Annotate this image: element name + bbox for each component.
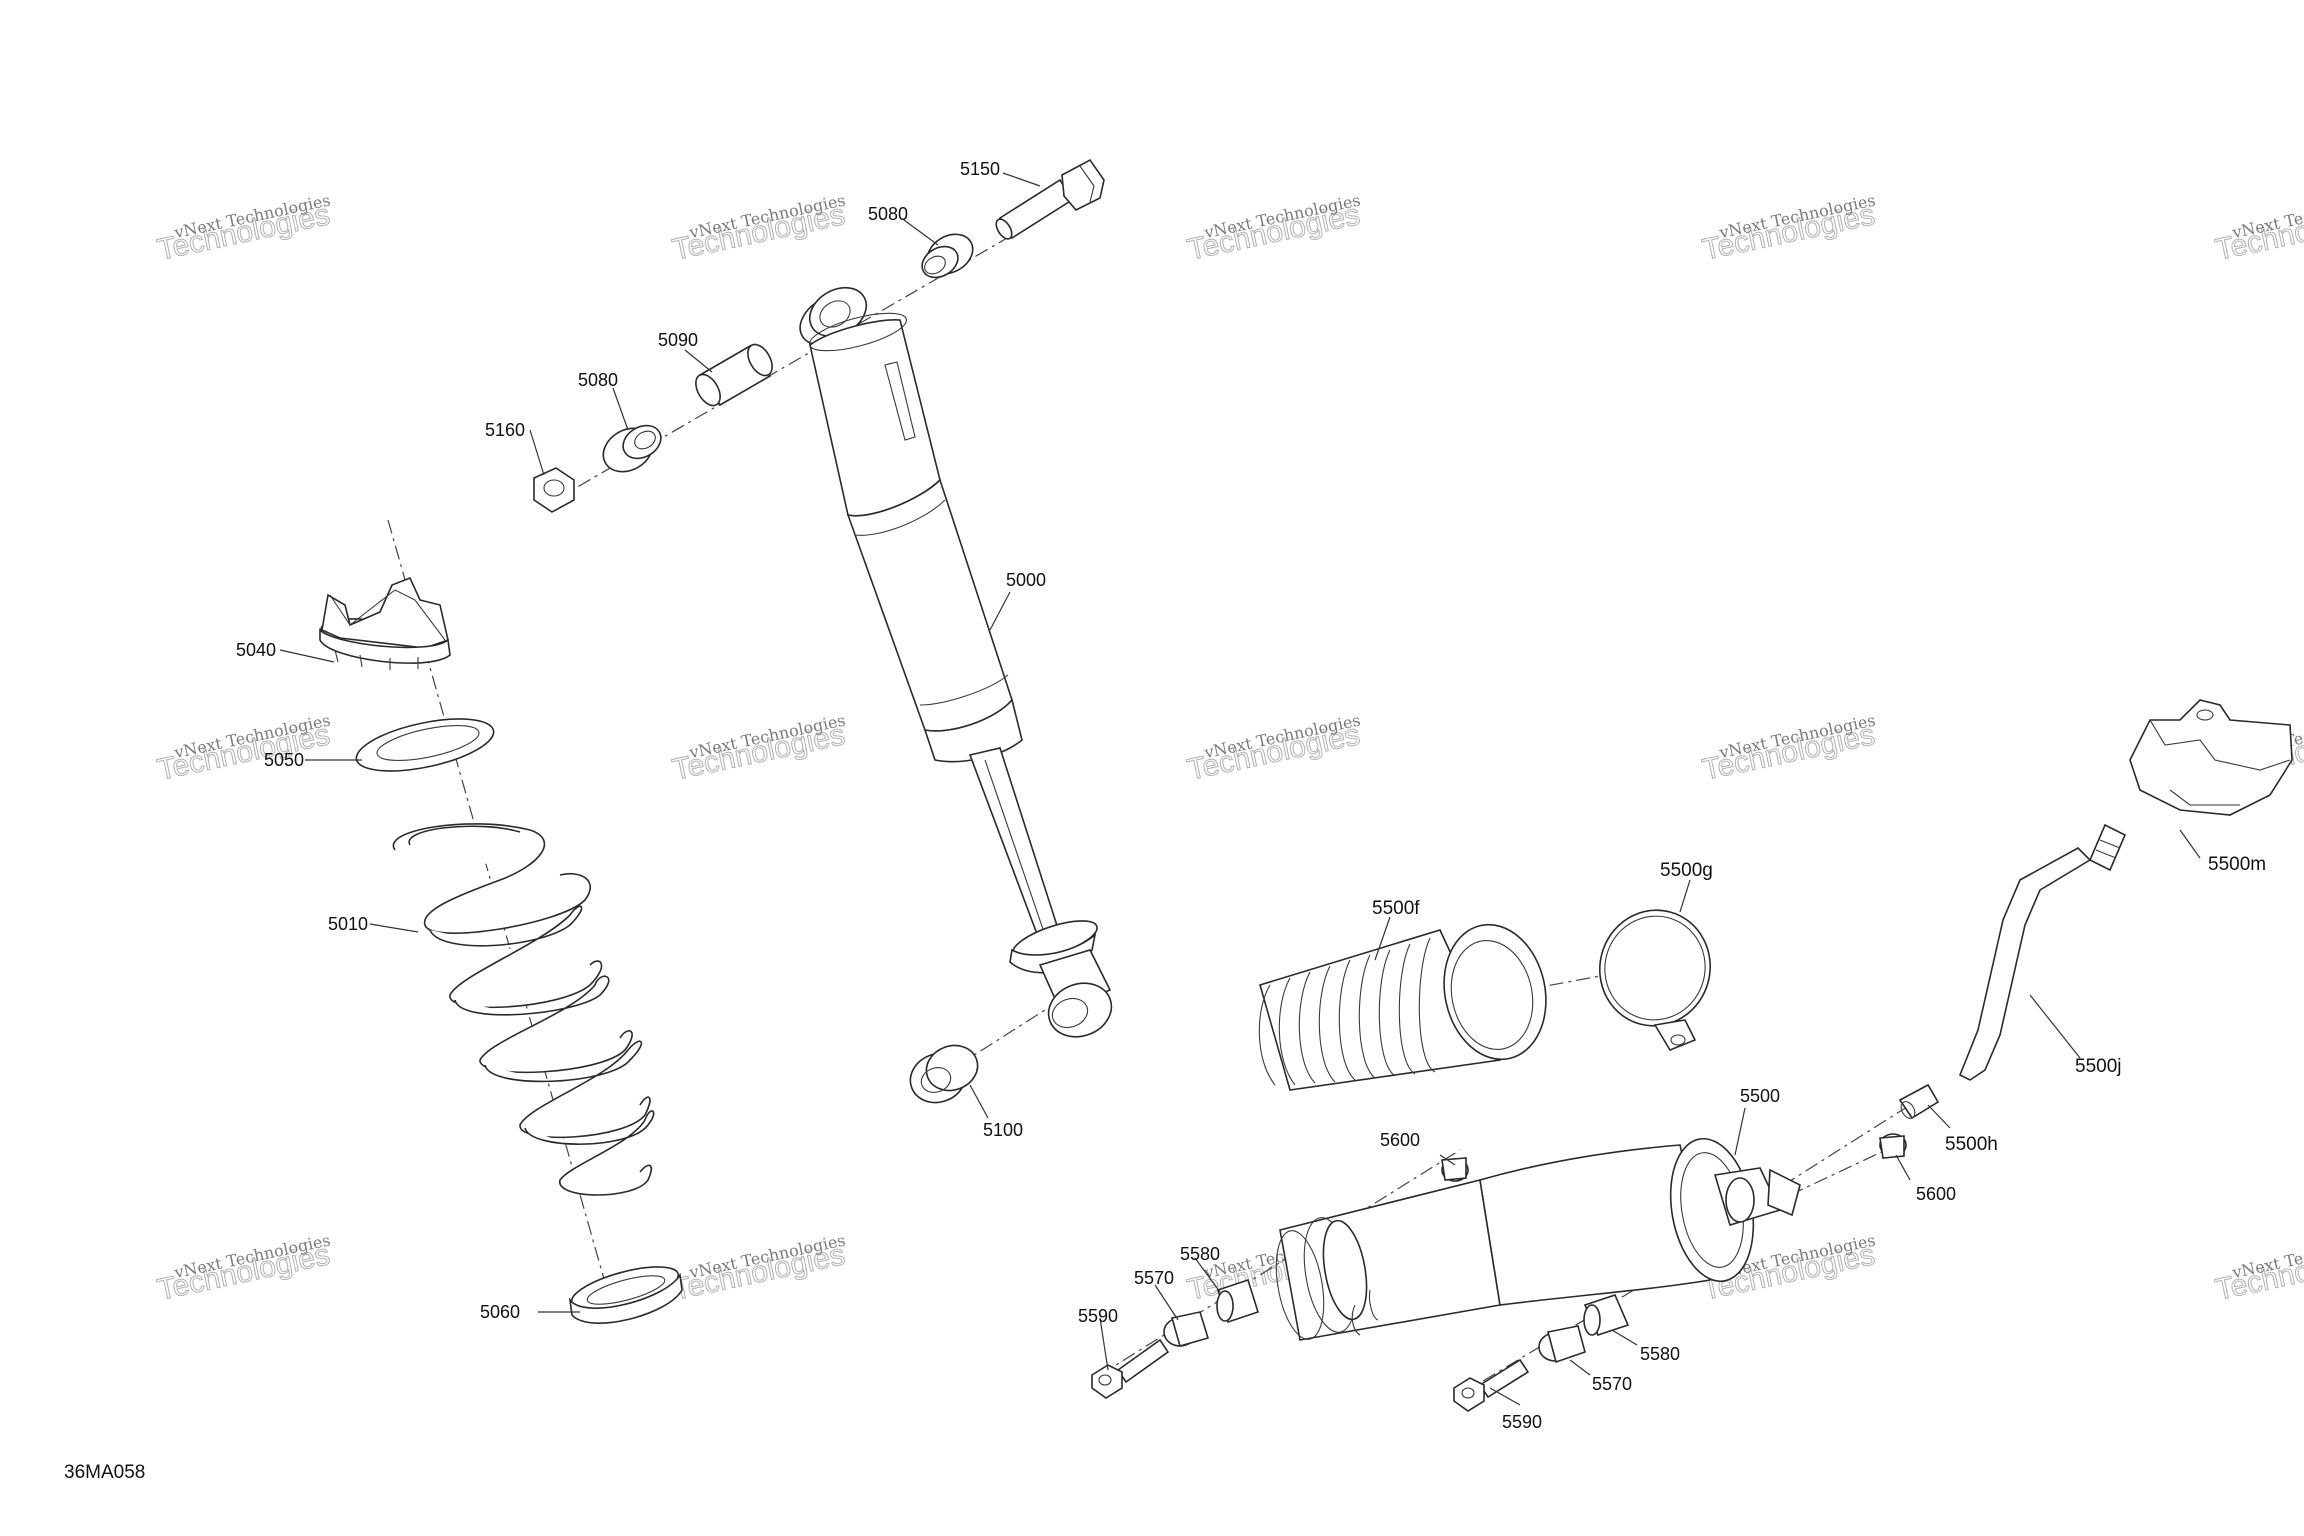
callout-5580-top: 5580 [1180,1244,1220,1264]
callout-5010: 5010 [328,914,368,934]
spring-seat-5050 [355,718,495,772]
callout-5040: 5040 [236,640,276,660]
watermark: Technologies vNext Technologies [1699,191,1878,268]
callout-5600-left: 5600 [1380,1130,1420,1150]
spacer-5570-left [1163,1311,1210,1347]
leader-lines [279,172,2201,1406]
bushing-5600-right [1879,1133,1907,1159]
axis-left-mount [1099,1149,1461,1376]
spring-retainer-5060 [568,1266,683,1324]
callout-5580-bottom: 5580 [1640,1344,1680,1364]
callout-5160: 5160 [485,420,525,440]
bushing-5100 [909,1044,979,1104]
watermark: Technologies vNext Technologies [154,711,333,788]
callout-labels: 5150 5080 5090 5080 5160 5000 5040 5050 … [236,159,2266,1432]
watermark: Technologies vNext Technologies [669,711,848,788]
callout-5600-right: 5600 [1916,1184,1956,1204]
bushing-5080-top [921,233,974,279]
watermark: Technologies vNext Technologies [669,1231,848,1308]
callout-5150: 5150 [960,159,1000,179]
hose-5500j [1958,823,2127,1081]
nut-5160 [533,467,575,513]
bolt-5590-left [1091,1338,1170,1399]
callout-5590-left: 5590 [1078,1306,1118,1326]
callout-5500j: 5500j [2075,1056,2122,1077]
callout-5050: 5050 [264,750,304,770]
callout-5080-left: 5080 [578,370,618,390]
watermark: Technologies vNext Technologies [154,1231,333,1308]
shock-absorber-5000 [799,286,1113,1038]
spacer-5580-top [1216,1278,1259,1324]
watermark: Technologies vNext Technologies [154,191,333,268]
callout-5500g: 5500g [1660,860,1713,881]
shock-absorber-5500 [1275,1137,1801,1341]
figure-code: 36MA058 [64,1462,146,1483]
callout-5060: 5060 [480,1302,520,1322]
coil-spring-5010 [392,823,655,1196]
axis-bushing-right [1789,1147,1891,1196]
fitting-5500h [1898,1083,1940,1120]
bushing-5600-left [1441,1157,1469,1182]
watermark: Technologies vNext Technologies [1184,711,1363,788]
spacer-5570-bottom [1538,1325,1586,1364]
watermark: Technologies vNext Technologies [2212,191,2304,268]
callout-5570-left: 5570 [1134,1268,1174,1288]
reservoir-bracket-5500m [2129,699,2293,816]
spring-adjuster-5040 [319,576,451,670]
callout-5080-top: 5080 [868,204,908,224]
callout-5100: 5100 [983,1120,1023,1140]
callout-5590-bottom: 5590 [1502,1412,1542,1432]
bushing-5080-left [602,424,662,473]
spacer-5580-bottom [1583,1294,1630,1336]
bolt-5590-bottom [1453,1358,1530,1412]
callout-5500h: 5500h [1945,1134,1998,1155]
callout-5000: 5000 [1006,570,1046,590]
callout-5570-bottom: 5570 [1592,1374,1632,1394]
spacer-5090 [695,343,773,407]
axis-bottom-mount [1459,1249,1701,1396]
callout-5500m: 5500m [2208,854,2266,875]
dust-boot-5500f [1258,923,1547,1091]
watermark: Technologies vNext Technologies [669,191,848,268]
bolt-5150 [995,158,1105,240]
hose-clamp-5500g [1598,909,1712,1051]
callout-5500f: 5500f [1372,898,1420,919]
callout-5090: 5090 [658,330,698,350]
callout-5500: 5500 [1740,1086,1780,1106]
watermark: Technologies vNext Technologies [1699,711,1878,788]
watermark: Technologies vNext Technologies [2212,1231,2304,1308]
watermark: Technologies vNext Technologies [1184,191,1363,268]
